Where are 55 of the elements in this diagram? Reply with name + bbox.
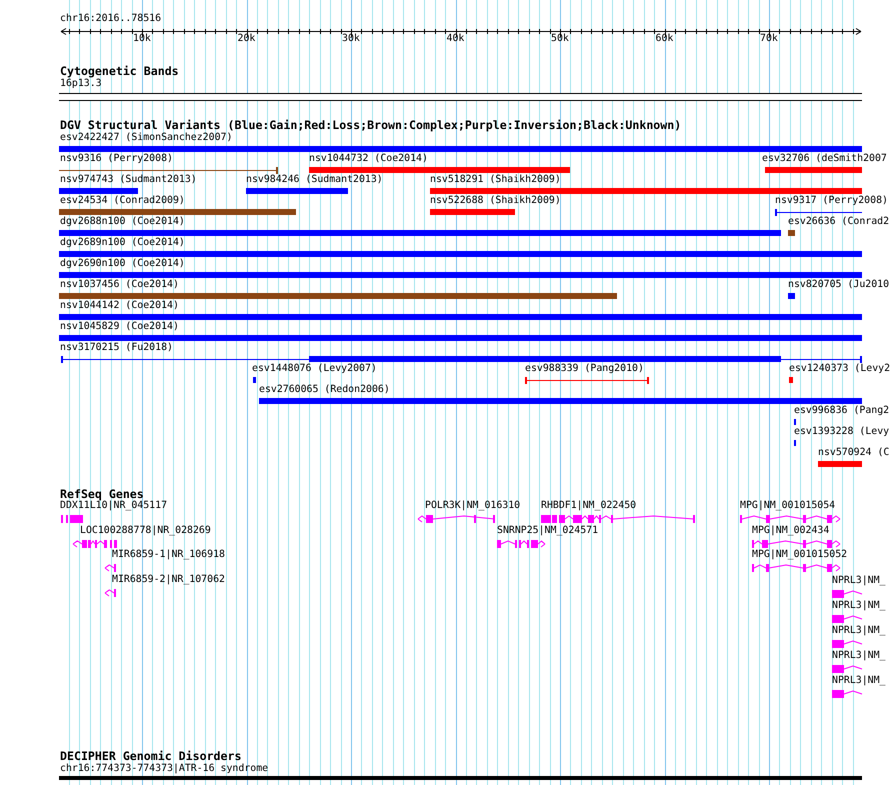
gene-label: MPG|NM_002434 <box>752 525 830 537</box>
gene-label: MIR6859-1|NR_106918 <box>112 549 225 561</box>
track-title: Cytogenetic Bands <box>60 65 179 77</box>
tick-label: 60k <box>656 33 674 45</box>
variant-label: esv32706 (deSmith2007 <box>762 153 887 165</box>
gene-label: DDX11L10|NR_045117 <box>60 500 168 512</box>
tick-label: 70k <box>760 33 778 45</box>
track-title: DECIPHER Genomic Disorders <box>60 750 242 762</box>
tick-label: 30k <box>342 33 360 45</box>
variant-label: dgv2690n100 (Coe2014) <box>60 258 185 270</box>
variant-label: esv1240373 (Levy2 <box>789 363 890 375</box>
gene-label: RHBDF1|NM_022450 <box>541 500 636 512</box>
tick-label: 50k <box>551 33 569 45</box>
variant-label: nsv522688 (Shaikh2009) <box>430 195 561 207</box>
tick-label: 40k <box>446 33 464 45</box>
variant-label: nsv1045829 (Coe2014) <box>60 321 179 333</box>
variant-label: esv26636 (Conrad2 <box>788 216 890 228</box>
gene-label: NPRL3|NM_ <box>832 600 886 612</box>
gene-label: NPRL3|NM_ <box>832 675 886 687</box>
gene-label: SNRNP25|NM_024571 <box>497 525 598 537</box>
gene-label: MIR6859-2|NR_107062 <box>112 574 225 586</box>
variant-label: esv996836 (Pang2 <box>794 405 890 417</box>
position-label: chr16:2016..78516 <box>60 13 162 25</box>
gene-label: MPG|NM_001015052 <box>752 549 848 561</box>
tick-label: 10k <box>133 33 151 45</box>
track-title: DGV Structural Variants (Blue:Gain;Red:Loss;Brown:Complex;Purple:Inversion;Black:Unknown) <box>60 119 682 131</box>
variant-label: nsv1044142 (Coe2014) <box>60 300 179 312</box>
variant-label: nsv820705 (Ju2010 <box>788 279 890 291</box>
variant-label: esv988339 (Pang2010) <box>525 363 644 375</box>
variant-label: nsv974743 (Sudmant2013) <box>60 174 197 186</box>
track-title: RefSeq Genes <box>60 488 144 500</box>
gene-label: NPRL3|NM_ <box>832 650 886 662</box>
disorder-label: chr16:774373-774373|ATR-16 syndrome <box>60 763 268 775</box>
gene-label: POLR3K|NM_016310 <box>425 500 520 512</box>
variant-label: nsv570924 (C <box>818 447 890 459</box>
band-label: 16p13.3 <box>60 78 102 90</box>
variant-label: esv2422427 (SimonSanchez2007) <box>60 132 232 144</box>
tick-label: 20k <box>238 33 256 45</box>
variant-label: esv24534 (Conrad2009) <box>60 195 185 207</box>
variant-label: nsv984246 (Sudmant2013) <box>246 174 383 186</box>
variant-label: esv2760065 (Redon2006) <box>259 384 390 396</box>
variant-label: esv1448076 (Levy2007) <box>252 363 377 375</box>
gene-label: NPRL3|NM_ <box>832 625 886 637</box>
gene-label: LOC100288778|NR_028269 <box>80 525 211 537</box>
gene-label: MPG|NM_001015054 <box>740 500 836 512</box>
variant-label: dgv2689n100 (Coe2014) <box>60 237 185 249</box>
variant-label: nsv1044732 (Coe2014) <box>309 153 428 165</box>
variant-label: nsv3170215 (Fu2018) <box>60 342 173 354</box>
variant-label: nsv518291 (Shaikh2009) <box>430 174 561 186</box>
gene-label: NPRL3|NM_ <box>832 575 886 587</box>
variant-label: nsv9316 (Perry2008) <box>60 153 173 165</box>
variant-label: dgv2688n100 (Coe2014) <box>60 216 185 228</box>
variant-label: nsv9317 (Perry2008) <box>775 195 888 207</box>
variant-label: esv1393228 (Levy <box>794 426 890 438</box>
variant-label: nsv1037456 (Coe2014) <box>60 279 179 291</box>
